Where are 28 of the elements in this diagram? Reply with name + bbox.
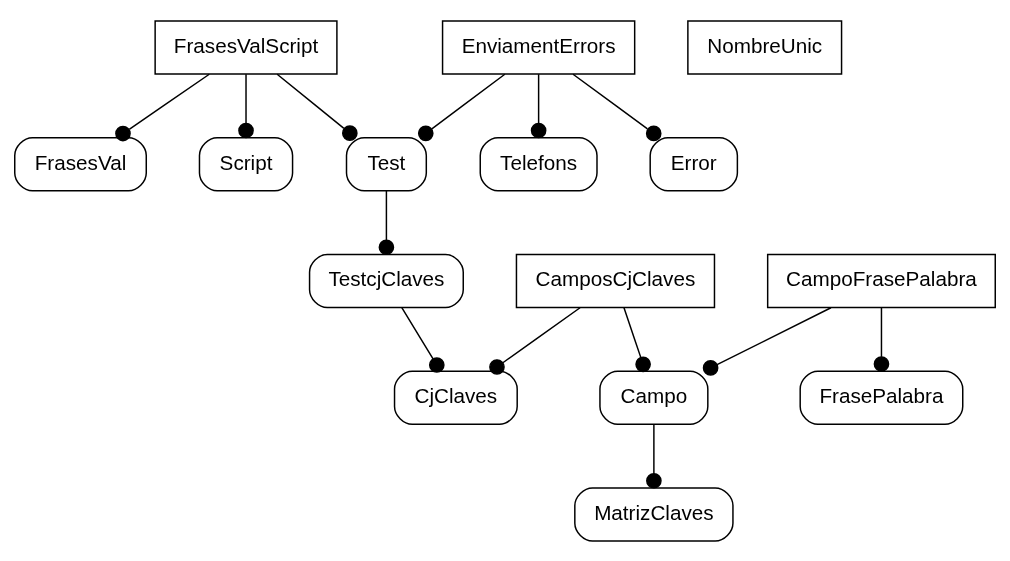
connector — [238, 73, 254, 138]
connector — [115, 73, 210, 141]
node-box: CampoFrasePalabra — [766, 253, 996, 308]
connector — [702, 306, 832, 376]
connector — [378, 189, 395, 255]
node-box: FrasePalabra — [799, 369, 964, 425]
node-box: Error — [649, 136, 739, 192]
connector — [873, 306, 890, 372]
connector — [646, 423, 662, 489]
connector — [530, 73, 547, 138]
node-box: Campo — [599, 369, 709, 425]
node-box: NombreUnic — [687, 19, 843, 75]
node-box: Script — [198, 136, 294, 192]
node-box: FrasesVal — [14, 136, 147, 192]
connector — [401, 306, 445, 373]
node-box: MatrizClaves — [574, 486, 734, 542]
node-box: Test — [345, 136, 428, 192]
node-box: EnviamentErrors — [441, 19, 636, 75]
connector — [276, 73, 358, 141]
node-box: CjClaves — [393, 369, 518, 425]
node-box: TestcjClaves — [308, 253, 464, 308]
connector — [623, 306, 651, 372]
node-box: Telefons — [479, 136, 598, 192]
node-box: FrasesValScript — [154, 19, 338, 75]
connector — [417, 73, 506, 141]
connector — [572, 73, 662, 141]
node-box: CamposCjClaves — [515, 253, 716, 308]
connector — [489, 306, 581, 375]
